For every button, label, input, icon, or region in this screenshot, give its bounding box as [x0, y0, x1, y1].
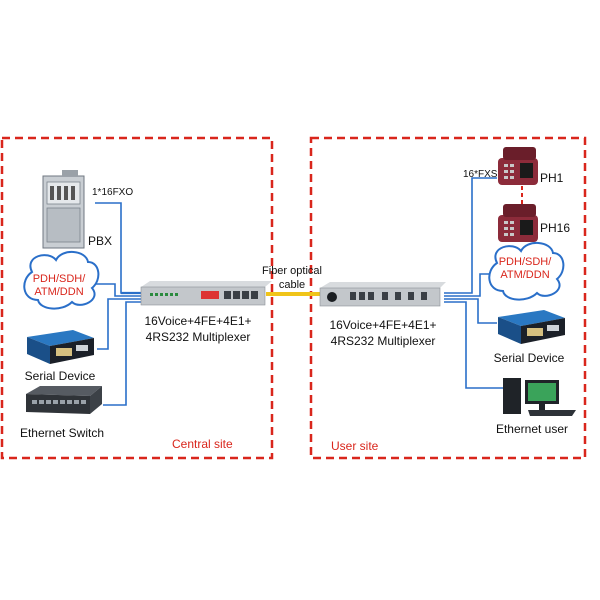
ethernet-user-label: Ethernet user	[496, 422, 568, 436]
central-serial-device-label: Serial Device	[25, 369, 96, 383]
central-cloud-label-line1: PDH/SDH/	[33, 273, 87, 285]
user-site-border	[309, 136, 587, 460]
pbx-cabinet-icon	[42, 170, 85, 249]
pbx-port-label: 1*16FXO	[92, 187, 133, 198]
central-site-border	[0, 136, 274, 460]
ethernet-user-pc-icon	[503, 378, 576, 416]
user-serial-device-label: Serial Device	[494, 351, 565, 365]
ethernet-switch-icon	[26, 386, 102, 414]
user-multiplexer-icon	[319, 282, 446, 307]
central-serial-device-icon	[27, 330, 94, 364]
user-connections	[444, 177, 503, 389]
central-connections	[95, 202, 142, 406]
user-mux-label-line2: 4RS232 Multiplexer	[331, 334, 436, 348]
phone-ph16-icon	[498, 204, 538, 242]
user-site-label: User site	[331, 439, 379, 453]
central-cloud-label-line2: ATM/DDN	[34, 286, 83, 298]
fiber-label-line1: Fiber optical	[262, 265, 322, 277]
central-mux-label-line1: 16Voice+4FE+4E1+	[144, 314, 251, 328]
ph16-label: PH16	[540, 221, 570, 235]
user-cloud-label-line2: ATM/DDN	[500, 269, 549, 281]
central-site-label: Central site	[172, 437, 233, 451]
user-cloud-label-line1: PDH/SDH/	[499, 256, 553, 268]
ph1-label: PH1	[540, 171, 564, 185]
user-serial-device-icon	[498, 310, 565, 344]
central-multiplexer-icon	[140, 281, 272, 306]
phone-port-label: 16*FXS	[463, 169, 498, 180]
fiber-label-line2: cable	[279, 279, 305, 291]
phone-ph1-icon	[498, 147, 538, 185]
ethernet-switch-label: Ethernet Switch	[20, 426, 104, 440]
user-mux-label-line1: 16Voice+4FE+4E1+	[329, 318, 436, 332]
user-cloud-icon	[488, 242, 565, 301]
central-mux-label-line2: 4RS232 Multiplexer	[146, 330, 251, 344]
central-cloud-icon	[23, 251, 100, 310]
pbx-label: PBX	[88, 234, 112, 248]
